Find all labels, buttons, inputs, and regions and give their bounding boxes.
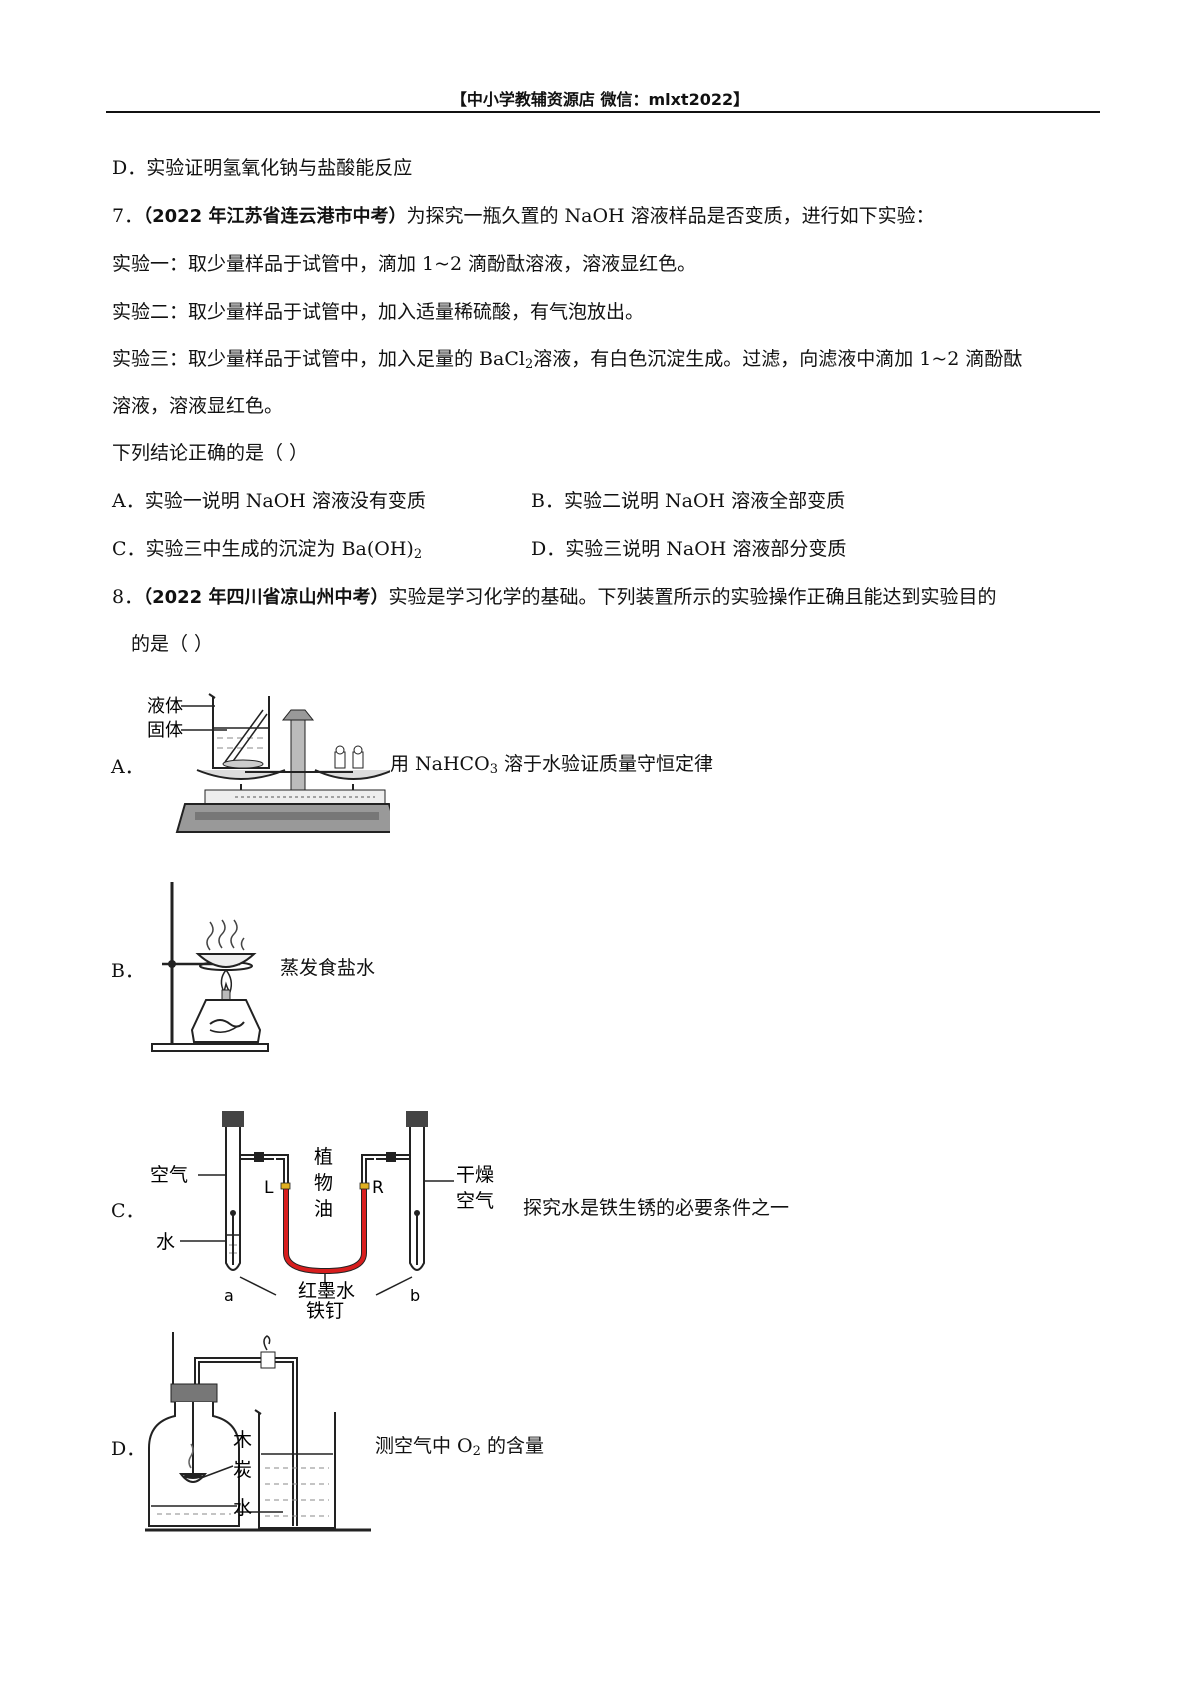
q8-source: （2022 年四川省凉山州中考） bbox=[143, 587, 389, 608]
label-oil-3: 油 bbox=[314, 1198, 333, 1220]
label-wood: 木 bbox=[233, 1429, 252, 1451]
q7-stem-line: 7．（2022 年江苏省连云港市中考）为探究一瓶久置的 NaOH 溶液样品是否变… bbox=[112, 204, 935, 229]
q8-option-d-letter[interactable]: D． bbox=[111, 1438, 146, 1460]
q7-option-a[interactable]: A．实验一说明 NaOH 溶液没有变质 bbox=[112, 490, 426, 512]
q7-stem: 为探究一瓶久置的 NaOH 溶液样品是否变质，进行如下实验： bbox=[406, 205, 935, 227]
header-divider bbox=[106, 111, 1100, 113]
q8-option-d-subscript: 2 bbox=[472, 1444, 481, 1459]
q8-option-c-desc[interactable]: 探究水是铁生锈的必要条件之一 bbox=[523, 1197, 790, 1219]
q8-stem-cont: 的是（ ） bbox=[131, 633, 214, 655]
q7-source: （2022 年江苏省连云港市中考） bbox=[143, 206, 407, 227]
rust-experiment-figure: 空气 水 植 物 油 L R 干燥 空气 红墨水 a b 铁钉 bbox=[150, 1105, 530, 1320]
label-tube-b: b bbox=[410, 1286, 420, 1305]
q8-number: 8． bbox=[112, 586, 144, 608]
label-dry: 干燥 bbox=[456, 1164, 494, 1186]
q8-option-a-subscript: 3 bbox=[489, 762, 498, 777]
page-header: 【中小学教辅资源店 微信：mlxt2022】 bbox=[450, 90, 750, 109]
q8-option-c-letter[interactable]: C． bbox=[111, 1200, 145, 1222]
label-red-ink: 红墨水 bbox=[298, 1280, 355, 1302]
label-charcoal: 炭 bbox=[233, 1459, 252, 1481]
q7-experiment-2: 实验二：取少量样品于试管中，加入适量稀硫酸，有气泡放出。 bbox=[112, 301, 645, 323]
label-air: 空气 bbox=[150, 1164, 188, 1186]
evaporation-figure bbox=[148, 880, 273, 1055]
q7-exp3-subscript: 2 bbox=[524, 357, 534, 372]
q7-experiment-3-cont: 溶液，溶液显红色。 bbox=[112, 395, 284, 417]
q8-option-d-desc[interactable]: 测空气中 O2 的含量 bbox=[375, 1434, 544, 1458]
q6-option-d: D．实验证明氢氧化钠与盐酸能反应 bbox=[112, 157, 413, 179]
q7-exp3-part-a: 实验三：取少量样品于试管中，加入足量的 BaCl bbox=[112, 348, 525, 370]
oxygen-content-figure: 木 炭 水 bbox=[143, 1330, 373, 1540]
q8-option-a-desc[interactable]: 用 NaHCO3 溶于水验证质量守恒定律 bbox=[390, 752, 713, 776]
q7-option-c-text: C．实验三中生成的沉淀为 Ba(OH) bbox=[112, 538, 414, 560]
label-R: R bbox=[372, 1178, 384, 1198]
q7-prompt: 下列结论正确的是（ ） bbox=[112, 442, 309, 464]
q8-stem: 实验是学习化学的基础。下列装置所示的实验操作正确且能达到实验目的 bbox=[388, 586, 997, 608]
label-L: L bbox=[264, 1178, 274, 1198]
q8-stem-line: 8．（2022 年四川省凉山州中考）实验是学习化学的基础。下列装置所示的实验操作… bbox=[112, 585, 996, 610]
q8-option-b-desc[interactable]: 蒸发食盐水 bbox=[280, 957, 376, 979]
q7-option-d[interactable]: D．实验三说明 NaOH 溶液部分变质 bbox=[531, 538, 847, 560]
label-water: 水 bbox=[156, 1231, 175, 1253]
label-water-d: 水 bbox=[233, 1497, 252, 1519]
label-iron-nail: 铁钉 bbox=[306, 1300, 344, 1320]
balance-figure: 液体 固体 bbox=[145, 680, 390, 835]
q8-option-d-desc-b: 的含量 bbox=[480, 1435, 544, 1457]
label-oil-1: 植 bbox=[314, 1146, 333, 1168]
label-dry-air: 空气 bbox=[456, 1190, 494, 1212]
q7-number: 7． bbox=[112, 205, 144, 227]
label-oil-2: 物 bbox=[314, 1172, 333, 1194]
q7-experiment-3: 实验三：取少量样品于试管中，加入足量的 BaCl2溶液，有白色沉淀生成。过滤，向… bbox=[112, 347, 1022, 371]
label-liquid: 液体 bbox=[147, 696, 183, 717]
q8-option-a-desc-b: 溶于水验证质量守恒定律 bbox=[497, 753, 714, 775]
q7-option-c-subscript: 2 bbox=[413, 547, 423, 562]
q7-option-b[interactable]: B．实验二说明 NaOH 溶液全部变质 bbox=[531, 490, 846, 512]
label-tube-a: a bbox=[224, 1286, 234, 1305]
q8-option-b-letter[interactable]: B． bbox=[111, 960, 144, 982]
q8-option-a-letter[interactable]: A． bbox=[111, 756, 144, 778]
q7-experiment-1: 实验一：取少量样品于试管中，滴加 1~2 滴酚酞溶液，溶液显红色。 bbox=[112, 253, 697, 275]
q8-option-a-desc-a: 用 NaHCO bbox=[390, 753, 490, 775]
q7-exp3-part-b: 溶液，有白色沉淀生成。过滤，向滤液中滴加 1~2 滴酚酞 bbox=[533, 348, 1023, 370]
q7-option-c[interactable]: C．实验三中生成的沉淀为 Ba(OH)2 bbox=[112, 537, 422, 561]
q8-option-d-desc-a: 测空气中 O bbox=[375, 1435, 473, 1457]
label-solid: 固体 bbox=[147, 720, 183, 741]
